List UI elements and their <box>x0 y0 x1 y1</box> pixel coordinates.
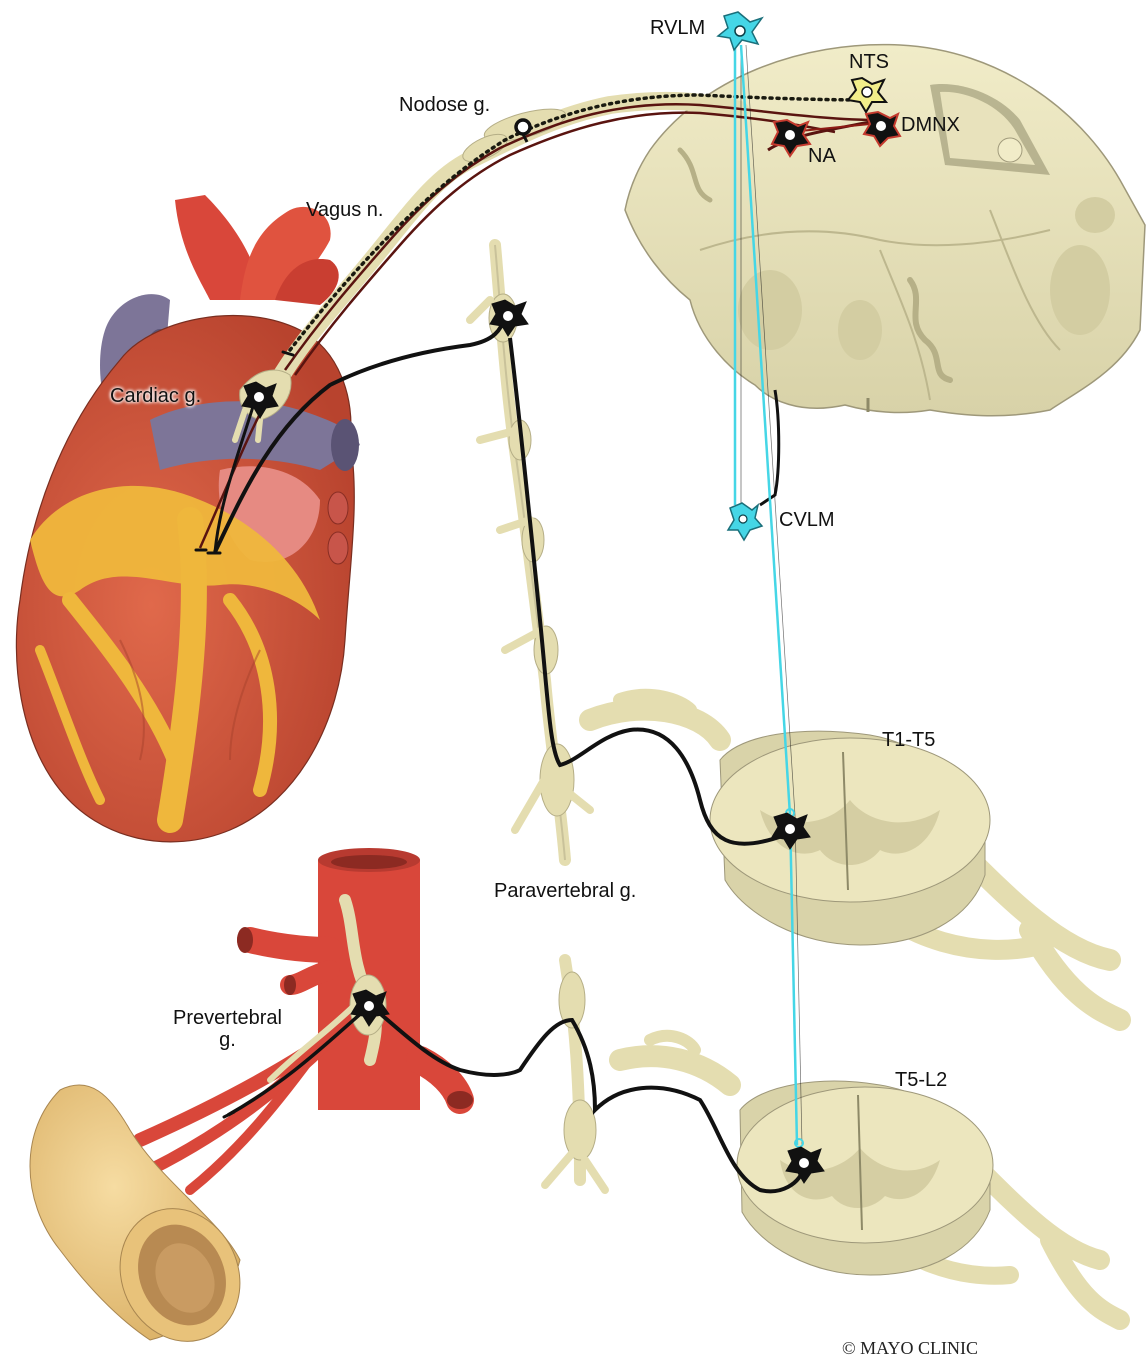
label-cvlm: CVLM <box>779 510 835 530</box>
label-prevertebral-line2: g. <box>160 1030 295 1050</box>
label-t1-t5: T1-T5 <box>882 730 935 750</box>
spinal-cord-t5-l2 <box>620 1036 1120 1320</box>
label-t5-l2: T5-L2 <box>895 1070 947 1090</box>
label-vagus-nerve: Vagus n. <box>306 200 383 220</box>
label-rvlm: RVLM <box>650 18 705 38</box>
label-na: NA <box>808 146 836 166</box>
label-dmnx: DMNX <box>901 115 960 135</box>
rvlm-neuron <box>718 12 762 50</box>
heart <box>16 195 360 842</box>
cvlm-neuron <box>728 503 762 540</box>
spinal-cord-t1-t5 <box>590 696 1120 1020</box>
label-nodose-ganglion: Nodose g. <box>399 95 490 115</box>
label-prevertebral-line1: Prevertebral <box>160 1008 295 1028</box>
label-paravertebral-ganglion: Paravertebral g. <box>494 881 636 901</box>
label-nts: NTS <box>849 52 889 72</box>
label-cardiac-ganglion: Cardiac g. <box>110 386 201 406</box>
label-prevertebral-ganglion: Prevertebral g. <box>160 1008 295 1050</box>
copyright-credit: © MAYO CLINIC <box>842 1338 978 1359</box>
